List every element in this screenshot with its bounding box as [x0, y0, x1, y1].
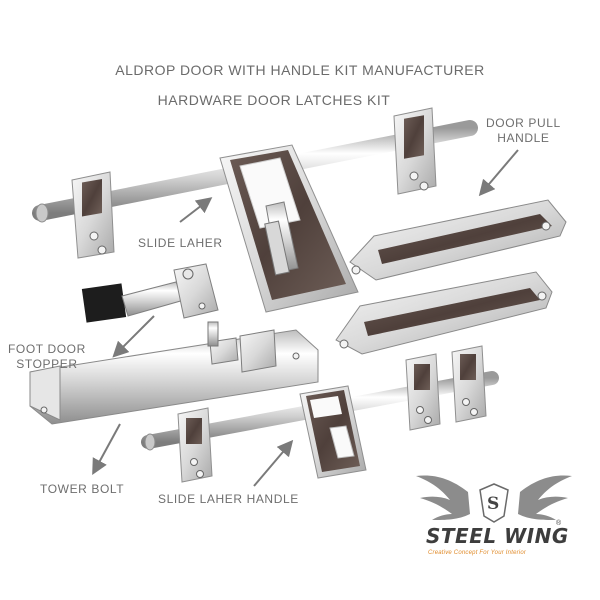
foot-door-stopper	[81, 263, 219, 323]
label-foot-door-stopper: FOOT DOOR STOPPER	[8, 342, 86, 372]
registered-mark: ®	[556, 520, 562, 527]
page-subtitle: HARDWARE DOOR LATCHES KIT	[157, 92, 391, 108]
page-title: ALDROP DOOR WITH HANDLE KIT MANUFACTURER	[115, 62, 485, 78]
label-door-pull-handle-line2: HANDLE	[497, 131, 550, 145]
label-foot-door-stopper-line1: FOOT DOOR	[8, 342, 86, 356]
label-door-pull-handle: DOOR PULL HANDLE	[486, 116, 561, 146]
door-pull-handle-2	[335, 271, 553, 355]
label-foot-door-stopper-line2: STOPPER	[16, 357, 78, 371]
brand-tagline: Creative Concept For Your Interior	[428, 550, 527, 556]
door-pull-handle-1	[349, 199, 567, 281]
aldrop-top	[32, 107, 478, 313]
logo-letter: S	[487, 494, 500, 514]
brand-name: STEEL WING	[426, 524, 569, 548]
label-arrows	[92, 149, 519, 487]
label-door-pull-handle-line1: DOOR PULL	[486, 116, 561, 130]
tower-bolt	[29, 321, 319, 425]
label-slide-laher: SLIDE LAHER	[138, 236, 223, 250]
label-slide-laher-handle: SLIDE LAHER HANDLE	[158, 492, 299, 506]
aldrop-bottom	[141, 345, 499, 483]
label-tower-bolt: TOWER BOLT	[40, 482, 125, 496]
wing-logo-icon	[416, 475, 572, 523]
